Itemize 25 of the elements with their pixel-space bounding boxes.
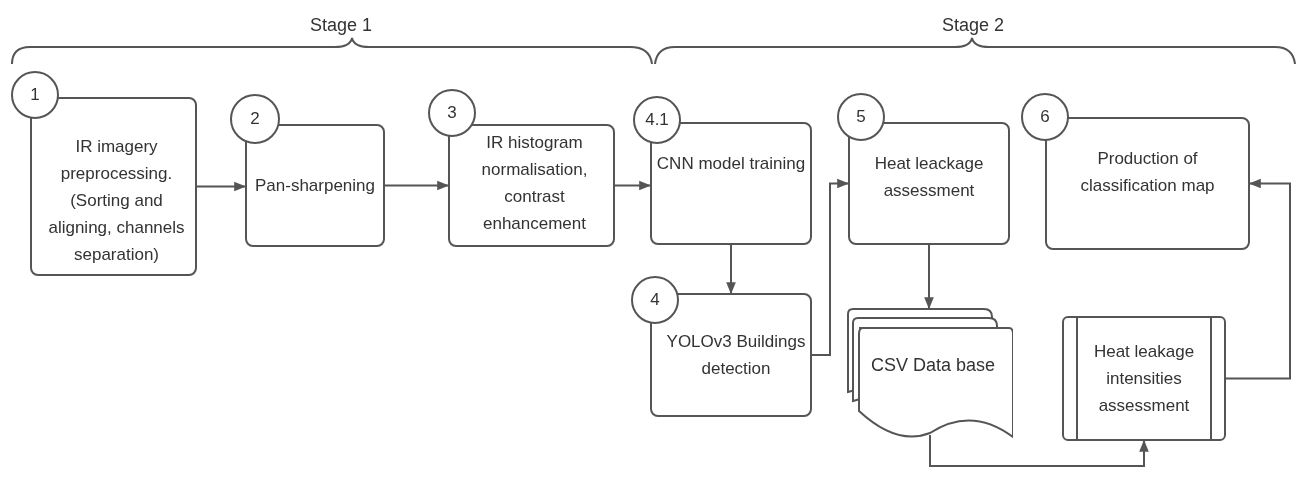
arrow bbox=[196, 181, 247, 192]
arrow bbox=[929, 434, 1149, 467]
arrow bbox=[614, 180, 652, 191]
process-box bbox=[650, 293, 812, 417]
arrow bbox=[726, 244, 736, 295]
node-text: YOLOv3 Buildings detection bbox=[666, 331, 806, 380]
node-text: Heat leakage intensities assessment bbox=[1092, 341, 1196, 417]
node-text: IR imagery preprocessing. (Sorting and aligning, channels separation) bbox=[47, 136, 186, 266]
node-text: CNN model training bbox=[656, 153, 806, 175]
process-box bbox=[245, 124, 385, 247]
arrow bbox=[1225, 178, 1291, 380]
subprocess-box bbox=[1062, 316, 1226, 441]
node-text: Pan-sharpening bbox=[255, 175, 375, 197]
node-text: Production of classification map bbox=[1079, 148, 1216, 197]
node-text: CSV Data base bbox=[871, 354, 997, 377]
arrow bbox=[924, 244, 934, 310]
node-text: Heat leackage assessment bbox=[873, 153, 985, 202]
process-box bbox=[448, 124, 615, 247]
arrow bbox=[384, 180, 450, 191]
process-box bbox=[848, 122, 1010, 245]
document-stack bbox=[847, 308, 1013, 441]
stage-label: Stage 2 bbox=[942, 14, 1005, 37]
stage-label: Stage 1 bbox=[310, 14, 373, 37]
arrow bbox=[811, 178, 850, 356]
node-text: IR histogram normalisation, contrast enhancement bbox=[480, 132, 589, 235]
